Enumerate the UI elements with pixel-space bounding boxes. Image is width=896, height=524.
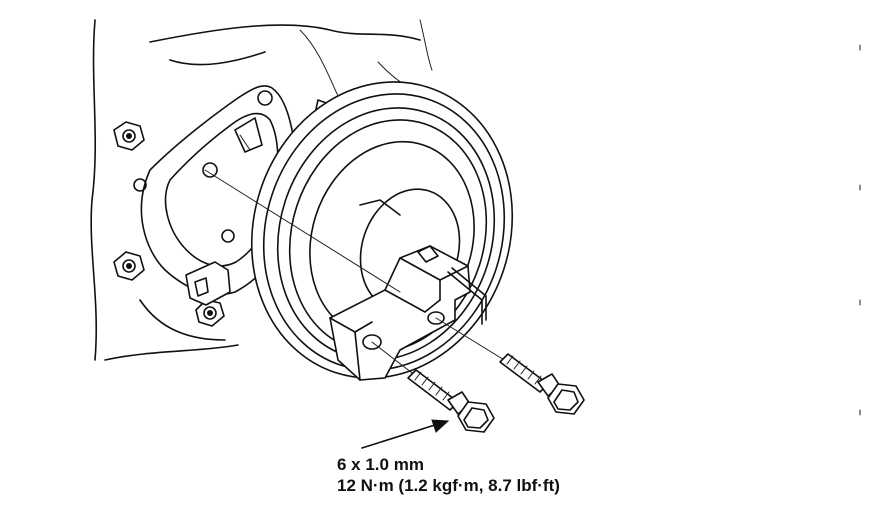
mounting-bolt-front (407, 369, 495, 433)
flange-nut-lower (113, 251, 145, 281)
bolt-size-label: 6 x 1.0 mm (337, 455, 424, 474)
flange-nut-upper (113, 121, 145, 151)
callout-arrow (361, 419, 450, 449)
sensor (185, 261, 231, 306)
flange-nut-bottom (195, 299, 225, 327)
torque-spec-label: 12 N·m (1.2 kgf·m, 8.7 lbf·ft) (337, 476, 560, 495)
tensioner-bracket (329, 245, 487, 381)
cover-flange (133, 85, 299, 296)
mounting-bolt-rear (499, 353, 585, 415)
engine-block (90, 19, 433, 361)
